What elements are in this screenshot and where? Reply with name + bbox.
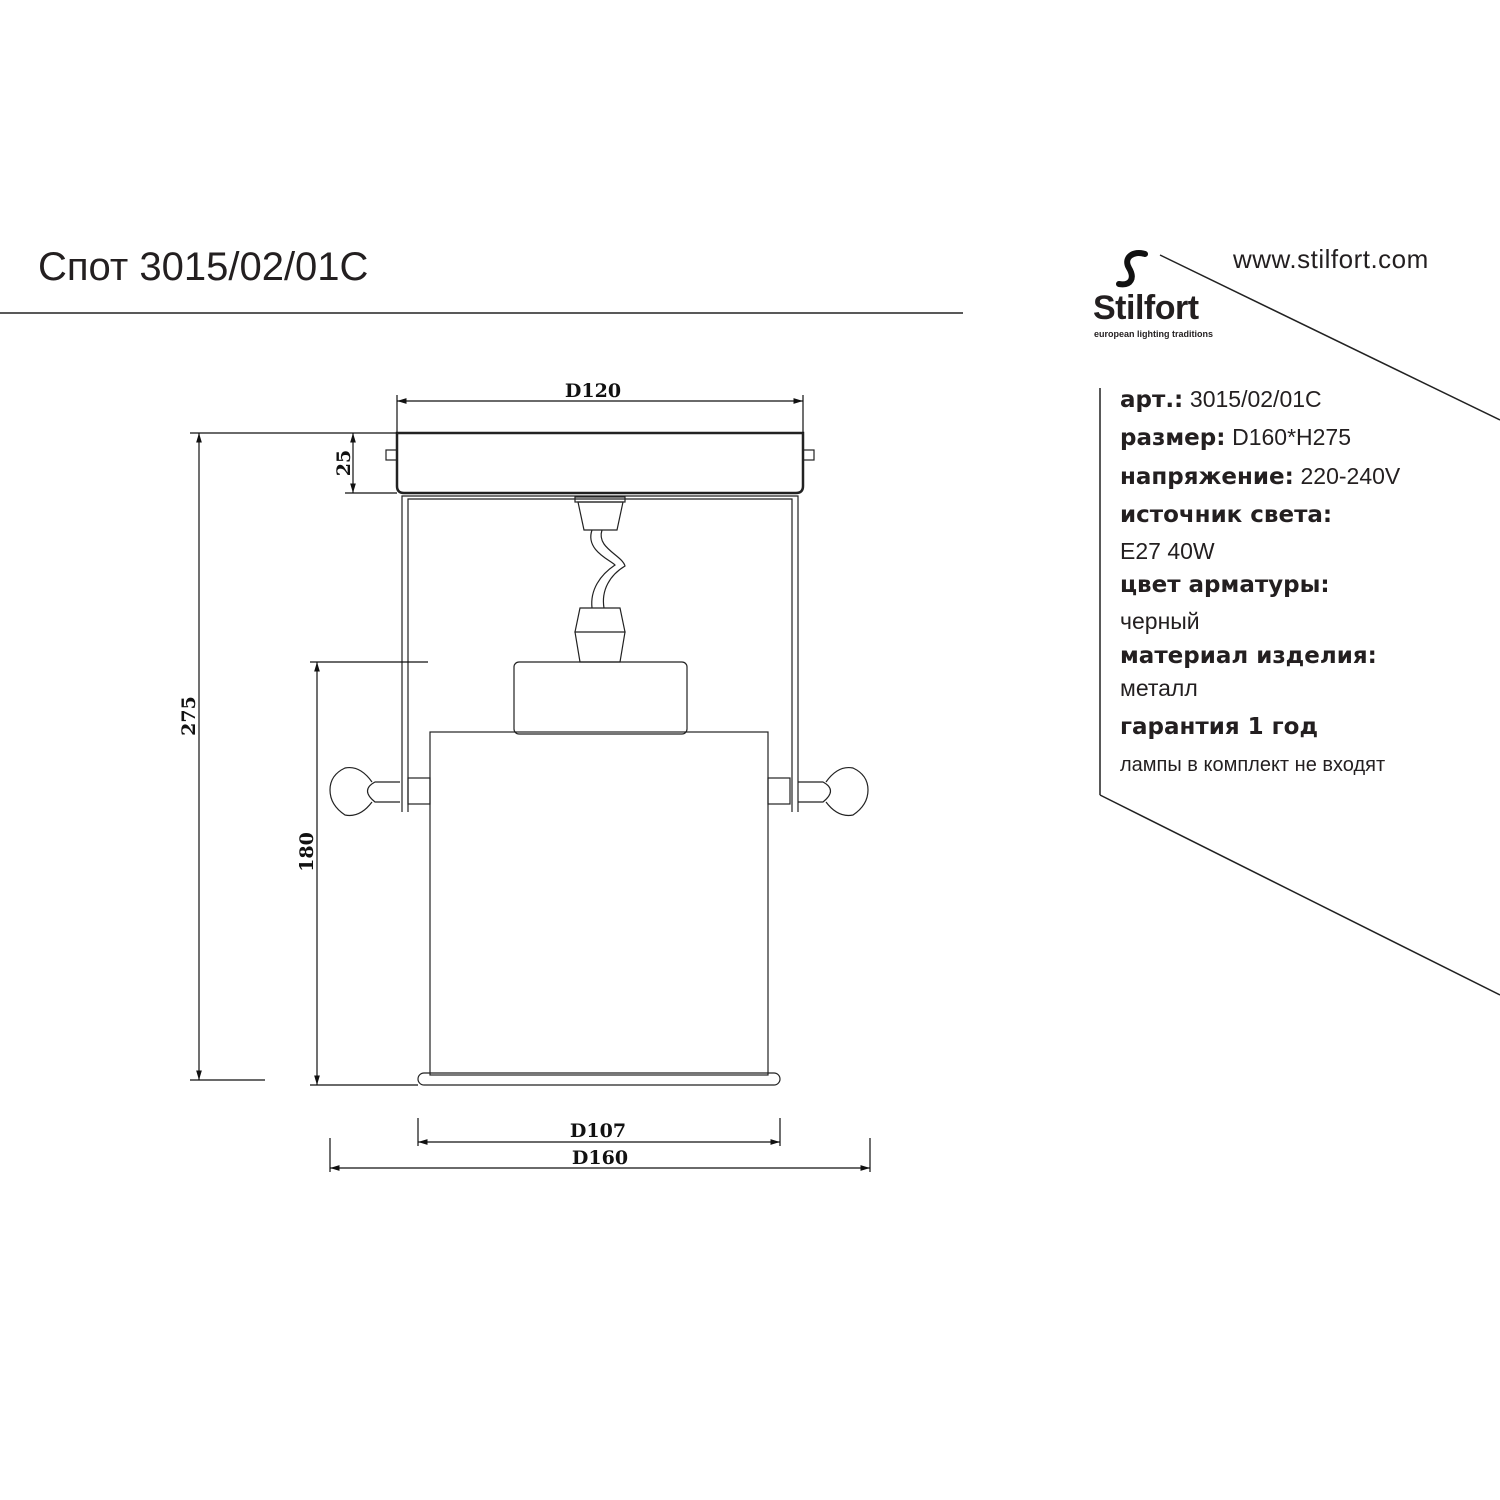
connector-bottom bbox=[574, 607, 626, 663]
canopy bbox=[395, 431, 805, 495]
connector-top bbox=[577, 501, 624, 531]
lamp-drawing bbox=[329, 431, 869, 1086]
spec-label: арт.: bbox=[1120, 387, 1184, 413]
spec-value: лампы в комплект не входят bbox=[1120, 754, 1386, 776]
header-diagonal bbox=[1159, 254, 1500, 421]
spec-article: арт.: 3015/02/01C bbox=[1120, 385, 1322, 414]
spec-value: 220-240V bbox=[1300, 463, 1401, 489]
dim-d160-label: D160 bbox=[572, 1147, 628, 1169]
spec-label: размер: bbox=[1120, 425, 1226, 451]
spec-size: размер: D160*H275 bbox=[1120, 423, 1351, 452]
spec-border-diagonal bbox=[1099, 794, 1500, 996]
dim-25-label: 25 bbox=[333, 450, 355, 476]
spec-value: E27 40W bbox=[1120, 538, 1215, 564]
cable bbox=[590, 529, 626, 609]
dim-180-label: 180 bbox=[296, 832, 318, 872]
logo-brand: Stilfort bbox=[1093, 289, 1199, 327]
spec-label: материал изделия: bbox=[1120, 643, 1377, 669]
knob-right bbox=[798, 766, 869, 817]
spec-material-value: металл bbox=[1120, 674, 1198, 703]
spec-label: цвет арматуры: bbox=[1120, 572, 1330, 598]
dim-d107-label: D107 bbox=[570, 1120, 626, 1142]
spec-material: материал изделия: bbox=[1120, 642, 1377, 670]
spec-value: черный bbox=[1120, 608, 1200, 634]
spec-label: источник света: bbox=[1120, 502, 1333, 528]
spec-fitting-color-value: черный bbox=[1120, 607, 1200, 636]
spec-value: 3015/02/01C bbox=[1189, 386, 1322, 412]
canopy-screw-right bbox=[802, 449, 815, 461]
spec-light-source-value: E27 40W bbox=[1120, 537, 1215, 566]
knob-mount-left bbox=[407, 777, 431, 805]
spec-warranty: гарантия 1 год bbox=[1120, 713, 1318, 741]
s-logo-icon bbox=[1116, 250, 1148, 288]
spec-value: D160*H275 bbox=[1232, 424, 1352, 450]
spec-label: напряжение: bbox=[1120, 464, 1294, 490]
page-title: Спот 3015/02/01C bbox=[38, 245, 369, 289]
dimension-lines bbox=[190, 395, 871, 1172]
canopy-screw-left bbox=[385, 449, 398, 461]
bracket bbox=[401, 495, 799, 812]
spec-label: гарантия 1 год bbox=[1120, 714, 1319, 740]
lamp-top-housing bbox=[513, 661, 688, 735]
website-link[interactable]: www.stilfort.com bbox=[1233, 244, 1429, 274]
dim-d120-label: D120 bbox=[565, 380, 621, 402]
dim-275-label: 275 bbox=[178, 696, 200, 736]
spec-light-source: источник света: bbox=[1120, 501, 1332, 529]
logo-tagline: european lighting traditions bbox=[1094, 329, 1213, 339]
knob-left bbox=[329, 766, 400, 817]
spec-fitting-color: цвет арматуры: bbox=[1120, 571, 1330, 599]
spec-note: лампы в комплект не входят bbox=[1120, 751, 1385, 779]
spec-value: металл bbox=[1120, 675, 1198, 701]
lamp-bottom-rim bbox=[417, 1072, 781, 1086]
lamp-shade bbox=[429, 731, 769, 1076]
stilfort-logo: Stilfort european lighting traditions bbox=[1093, 248, 1223, 340]
knob-mount-right bbox=[767, 777, 791, 805]
spec-voltage: напряжение: 220-240V bbox=[1120, 462, 1400, 491]
